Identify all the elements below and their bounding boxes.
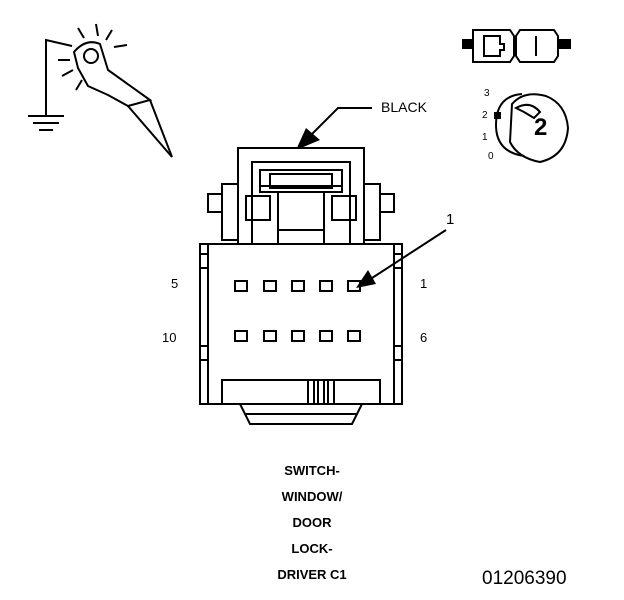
switch-position-icon (494, 93, 570, 164)
wire-color-label: BLACK (381, 99, 427, 115)
connector-title-line: DRIVER C1 (277, 567, 347, 582)
color-leader-line (309, 107, 372, 137)
connector-title-line: DOOR (292, 515, 332, 530)
color-leader-arrowhead (296, 128, 320, 150)
connector-title-line: LOCK- (291, 541, 333, 556)
pin-label-bottom-right: 6 (420, 330, 428, 345)
switch-position-label: 2 (482, 110, 488, 121)
switch-position-number: 2 (534, 114, 548, 141)
switch-position-label: 3 (484, 88, 490, 99)
connector-title-line: WINDOW/ (281, 489, 343, 504)
connector-title-line: SWITCH- (284, 463, 340, 478)
pin-label-bottom-left: 10 (162, 330, 177, 345)
callout-number: 1 (446, 211, 455, 228)
figure-number: 01206390 (482, 568, 567, 589)
callout-arrowhead (356, 270, 376, 288)
switch-position-label: 1 (482, 132, 488, 143)
switch-position-label: 0 (488, 151, 494, 162)
callout-leader-line (371, 229, 447, 279)
test-probe-ground-icon (28, 23, 173, 158)
pin-label-top-left: 5 (171, 276, 179, 291)
connector-plug-icon (462, 29, 571, 63)
pin-label-top-right: 1 (420, 276, 428, 291)
pin-cavities (234, 280, 361, 342)
